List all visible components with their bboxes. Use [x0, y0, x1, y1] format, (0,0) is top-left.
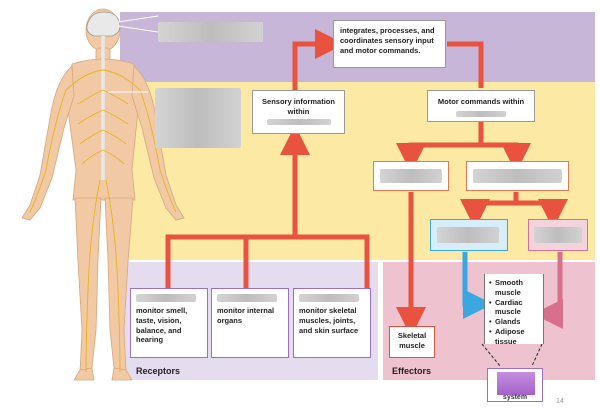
sensory-box-line1: Sensory information [262, 97, 335, 106]
effector-item-text: Glands [495, 317, 521, 326]
effector-item-text: Adipose tissue [495, 326, 525, 346]
effector-item-text: Cardiac muscle [495, 297, 523, 317]
skeletal-muscle-box: Skeletal muscle [389, 326, 435, 358]
receptor-text-2: monitor internal organs [217, 306, 275, 325]
page-number: 14 [556, 398, 564, 405]
hidden-sympathetic-label [437, 227, 499, 243]
bottom-system-text: system [502, 393, 528, 401]
receptor-box-somatic: monitor skeletal muscles, joints, and sk… [293, 288, 371, 358]
hidden-receptor-label-2 [217, 294, 277, 302]
parasympathetic-box [528, 219, 588, 251]
motor-box-text: Motor commands within [437, 97, 525, 106]
sensory-box-line2: within [287, 106, 310, 116]
receptor-text-3: monitor skeletal muscles, joints, and sk… [299, 306, 359, 335]
effector-item: •Adipose tissue [489, 326, 525, 346]
receptor-box-visceral: monitor internal organs [211, 288, 289, 358]
bottom-system-box: system [487, 368, 543, 402]
effector-list-box: •Smooth muscle •Cardiac muscle •Glands •… [484, 274, 544, 346]
hidden-motor-target [456, 111, 506, 117]
effector-item: •Smooth muscle [489, 278, 523, 297]
cns-box: integrates, processes, and coordinates s… [333, 20, 446, 68]
receptor-text-1: monitor smell, taste, vision, balance, a… [136, 306, 188, 345]
autonomic-box [466, 161, 569, 191]
hidden-label-top [158, 22, 263, 42]
motor-box: Motor commands within [427, 90, 535, 122]
somatic-box [373, 161, 449, 191]
receptor-box-special-senses: monitor smell, taste, vision, balance, a… [130, 288, 208, 358]
skeletal-muscle-text: Skeletal muscle [397, 331, 427, 350]
receptors-label: Receptors [136, 366, 181, 376]
hidden-label-left [155, 88, 241, 148]
bottom-system-swatch [497, 372, 535, 395]
hidden-sensory-target [267, 119, 331, 125]
hidden-autonomic-label [473, 169, 562, 183]
hidden-receptor-label-3 [299, 294, 359, 302]
sensory-box: Sensory information within [252, 90, 345, 134]
effector-item: •Glands [489, 317, 521, 326]
hidden-somatic-label [380, 169, 442, 183]
effectors-label: Effectors [392, 366, 432, 376]
hidden-parasympathetic-label [534, 227, 582, 243]
hidden-receptor-label-1 [136, 294, 196, 302]
effector-item: •Cardiac muscle [489, 297, 523, 317]
cns-box-text: integrates, processes, and coordinates s… [340, 26, 435, 55]
sympathetic-box [430, 219, 508, 251]
effector-item-text: Smooth muscle [495, 278, 523, 297]
